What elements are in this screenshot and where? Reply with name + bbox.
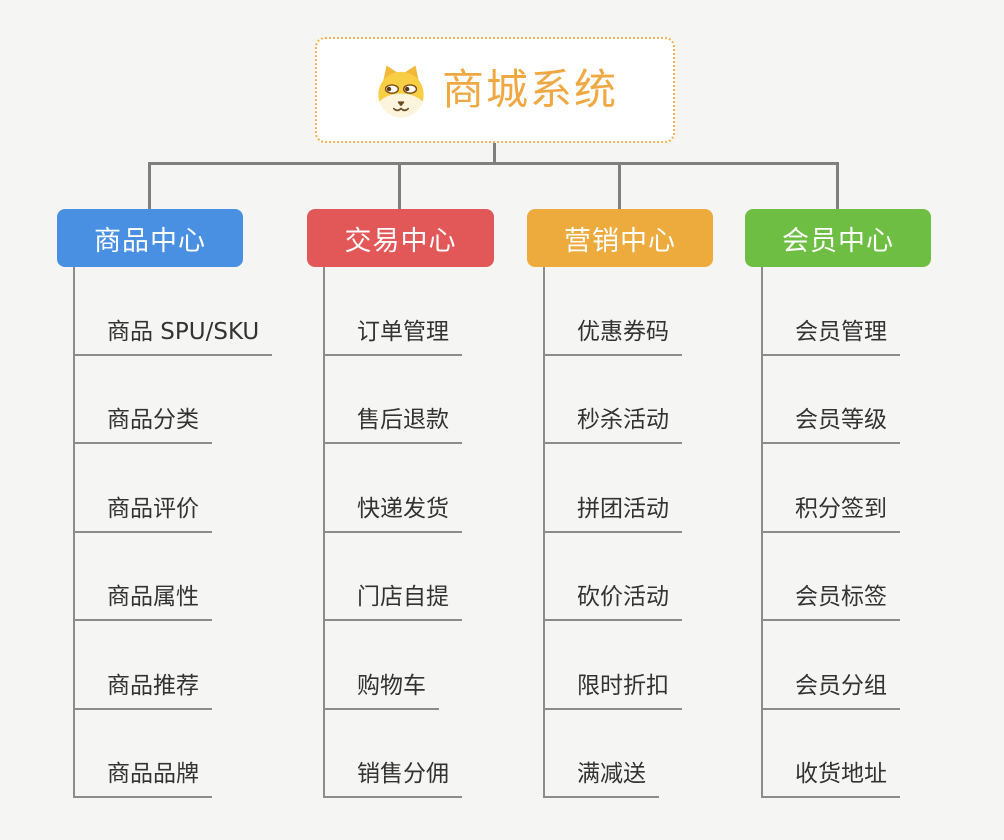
child-topic-label: 拼团活动 bbox=[543, 496, 682, 533]
child-topic-label: 商品 SPU/SKU bbox=[73, 319, 273, 356]
child-topic[interactable]: 秒杀活动 bbox=[543, 356, 682, 444]
child-topic[interactable]: 收货地址 bbox=[761, 710, 900, 798]
child-topic[interactable]: 限时折扣 bbox=[543, 621, 682, 710]
child-topic[interactable]: 商品推荐 bbox=[73, 621, 272, 710]
child-topic[interactable]: 会员等级 bbox=[761, 356, 900, 444]
child-topic-label: 限时折扣 bbox=[543, 673, 682, 710]
child-topic-label: 门店自提 bbox=[323, 584, 462, 621]
child-topic-label: 会员管理 bbox=[761, 319, 900, 356]
child-topic-label: 商品推荐 bbox=[73, 673, 212, 710]
child-topic-label: 商品品牌 bbox=[73, 761, 212, 798]
child-topic[interactable]: 商品评价 bbox=[73, 444, 272, 533]
child-topic[interactable]: 商品 SPU/SKU bbox=[73, 267, 273, 356]
child-topic-label: 商品评价 bbox=[73, 496, 212, 533]
child-topic-label: 会员等级 bbox=[761, 407, 900, 444]
branch-children-members: 会员管理会员等级积分签到会员标签会员分组收货地址 bbox=[761, 267, 900, 798]
child-topic-label: 收货地址 bbox=[761, 761, 900, 798]
child-topic[interactable]: 商品属性 bbox=[73, 533, 272, 621]
connector-branch-stub bbox=[148, 162, 151, 209]
connector-branch-stub bbox=[618, 162, 621, 209]
connector-branch-stub bbox=[398, 162, 401, 209]
child-topic[interactable]: 会员管理 bbox=[761, 267, 900, 356]
child-topic-label: 砍价活动 bbox=[543, 584, 682, 621]
child-topic[interactable]: 拼团活动 bbox=[543, 444, 682, 533]
branch-topic-trade[interactable]: 交易中心 bbox=[307, 209, 494, 267]
child-topic[interactable]: 满减送 bbox=[543, 710, 682, 798]
child-topic[interactable]: 订单管理 bbox=[323, 267, 462, 356]
branch-children-trade: 订单管理售后退款快递发货门店自提购物车销售分佣 bbox=[323, 267, 462, 798]
child-topic-label: 优惠券码 bbox=[543, 319, 682, 356]
child-topic-label: 会员分组 bbox=[761, 673, 900, 710]
child-topic-label: 商品分类 bbox=[73, 407, 212, 444]
child-topic-label: 会员标签 bbox=[761, 584, 900, 621]
child-topic-label: 满减送 bbox=[543, 761, 659, 798]
child-topic[interactable]: 商品品牌 bbox=[73, 710, 272, 798]
branch-topic-products[interactable]: 商品中心 bbox=[57, 209, 243, 267]
dog-face-icon bbox=[378, 65, 424, 118]
child-topic[interactable]: 优惠券码 bbox=[543, 267, 682, 356]
child-topic-label: 售后退款 bbox=[323, 407, 462, 444]
child-topic[interactable]: 销售分佣 bbox=[323, 710, 462, 798]
child-topic-label: 积分签到 bbox=[761, 496, 900, 533]
child-topic-label: 快递发货 bbox=[323, 496, 462, 533]
child-topic-label: 订单管理 bbox=[323, 319, 462, 356]
child-topic[interactable]: 购物车 bbox=[323, 621, 462, 710]
root-topic-label: 商城系统 bbox=[441, 65, 618, 114]
child-topic-label: 秒杀活动 bbox=[543, 407, 682, 444]
child-topic[interactable]: 快递发货 bbox=[323, 444, 462, 533]
child-topic[interactable]: 售后退款 bbox=[323, 356, 462, 444]
branch-topic-marketing[interactable]: 营销中心 bbox=[527, 209, 713, 267]
child-topic[interactable]: 商品分类 bbox=[73, 356, 272, 444]
child-topic[interactable]: 会员分组 bbox=[761, 621, 900, 710]
branch-topic-members[interactable]: 会员中心 bbox=[745, 209, 931, 267]
child-topic-label: 商品属性 bbox=[73, 584, 212, 621]
child-topic[interactable]: 砍价活动 bbox=[543, 533, 682, 621]
child-topic[interactable]: 会员标签 bbox=[761, 533, 900, 621]
child-topic-label: 购物车 bbox=[323, 673, 439, 710]
root-topic[interactable]: 商城系统 bbox=[315, 37, 675, 143]
connector-root-stub bbox=[493, 143, 496, 163]
branch-children-products: 商品 SPU/SKU 商品分类商品评价商品属性商品推荐商品品牌 bbox=[73, 267, 273, 798]
connector-horizontal bbox=[148, 162, 839, 165]
branch-children-marketing: 优惠券码秒杀活动拼团活动砍价活动限时折扣满减送 bbox=[543, 267, 682, 798]
child-topic-label: 销售分佣 bbox=[323, 761, 462, 798]
child-topic[interactable]: 积分签到 bbox=[761, 444, 900, 533]
child-topic[interactable]: 门店自提 bbox=[323, 533, 462, 621]
connector-branch-stub bbox=[836, 162, 839, 209]
